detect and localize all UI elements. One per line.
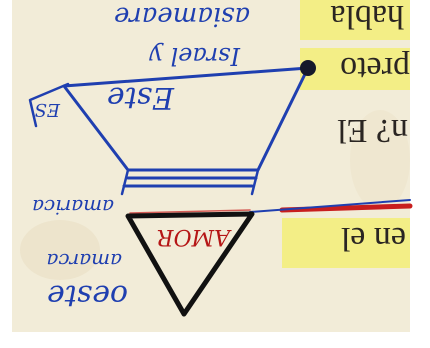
printed-line-3: n? El bbox=[337, 112, 408, 149]
triangle-shape bbox=[125, 211, 255, 317]
red-underline bbox=[279, 203, 413, 213]
printed-line-1: habla bbox=[330, 0, 404, 35]
hand-text-band: amarica bbox=[32, 195, 114, 219]
hand-text-top-3: asiameare bbox=[114, 1, 250, 31]
highlight-2 bbox=[300, 48, 410, 90]
printed-line-2: preto bbox=[340, 50, 410, 87]
ink-dot bbox=[300, 60, 316, 76]
hand-text-top-1: Este bbox=[107, 80, 175, 115]
hand-text-bottom-1: oeste bbox=[47, 278, 128, 313]
hand-text-left: ES bbox=[35, 99, 61, 120]
paper-stain bbox=[20, 220, 100, 280]
blue-pointer-line bbox=[249, 199, 411, 213]
red-stroke bbox=[129, 209, 251, 214]
band-sides bbox=[120, 168, 260, 196]
paper-stain bbox=[350, 110, 410, 210]
highlight-1 bbox=[300, 0, 410, 40]
hand-text-bottom-2: amarca bbox=[47, 249, 123, 273]
hand-text-triangle: AMOR bbox=[157, 224, 232, 249]
hand-text-top-2: Israel y bbox=[149, 42, 241, 70]
printed-line-4: en el bbox=[341, 220, 406, 257]
left-arrow bbox=[28, 82, 70, 128]
highlight-3 bbox=[282, 218, 410, 268]
